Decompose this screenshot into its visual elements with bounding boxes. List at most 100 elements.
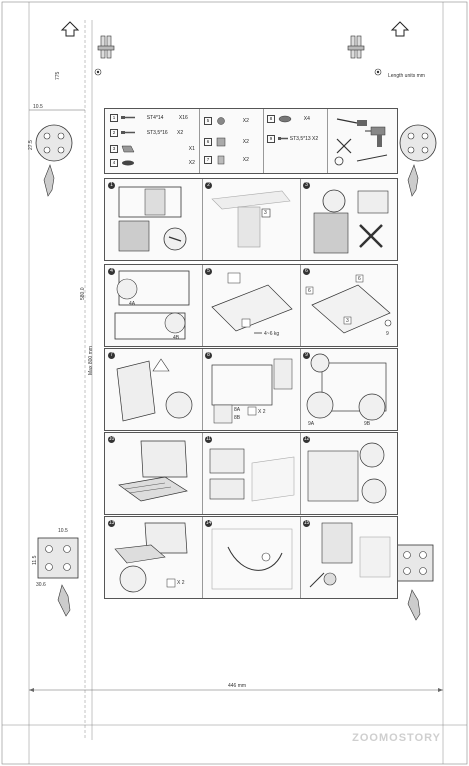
top-depth-label: 775 <box>55 71 61 80</box>
step-14-illustration <box>211 528 293 590</box>
part-qty: X2 <box>242 139 249 146</box>
step-number: 5 <box>205 268 212 275</box>
strip-icon <box>122 160 135 166</box>
step-row-4: 10 11 12 <box>104 432 398 515</box>
warning-icon <box>152 358 170 372</box>
tools-column <box>327 109 397 173</box>
step-4: 4 4A 4B <box>105 265 203 346</box>
up-arrow-icon-right <box>390 21 410 37</box>
left-bottom-dim-c: 30.6 <box>36 582 46 588</box>
part-number: 8 <box>267 115 275 124</box>
part-code: ST4*14 <box>146 115 164 121</box>
left-top-dim-a: 10.5 <box>33 104 43 110</box>
step-8: 8 8A 8B X 2 <box>202 349 301 430</box>
step-11: 11 <box>202 433 301 514</box>
part-row: 6 X2 <box>204 137 249 147</box>
part-row: 9 ST3,5*13 X2 <box>267 135 318 143</box>
part-code: ST3,5*16 <box>146 130 168 136</box>
step-9-label: 9A <box>308 421 315 427</box>
part-qty: X4 <box>303 116 310 123</box>
top-bracket-left <box>94 35 115 76</box>
step-6: 6 6 6 3 9 <box>300 265 397 346</box>
step-number: 13 <box>108 520 115 527</box>
max-height-label: Max 800 mm <box>88 346 94 375</box>
side-bracket-right-bottom <box>396 544 434 621</box>
part-row: 4 X2 <box>110 159 195 167</box>
step-6-label: 6 <box>358 276 361 282</box>
parts-column-3: 8 X4 9 ST3,5*13 X2 <box>263 109 328 173</box>
step-number: 4 <box>108 268 115 275</box>
bracket-icon <box>217 117 226 125</box>
step-number: 10 <box>108 436 115 443</box>
step-number: 7 <box>108 352 115 359</box>
step-12: 12 <box>300 433 397 514</box>
step-row-1: 1 2 3 3 <box>104 178 398 261</box>
plate-icon <box>218 155 225 165</box>
step-13-illustration <box>114 522 188 593</box>
screw-icon <box>278 137 289 141</box>
step-6-illustration <box>305 274 392 334</box>
part-row: 7 X2 <box>204 155 249 165</box>
left-bottom-dim-a: 10.5 <box>58 528 68 534</box>
step-10-illustration <box>118 440 188 502</box>
clip-icon <box>122 145 135 153</box>
part-qty: X2 <box>177 130 184 136</box>
step-1: 1 <box>105 179 203 260</box>
step-10: 10 <box>105 433 203 514</box>
step-8-count: X 2 <box>258 409 266 415</box>
part-qty: X2 <box>312 136 319 142</box>
step-15-illustration <box>309 522 391 588</box>
part-number: 7 <box>204 156 212 165</box>
width-arrow-left <box>29 688 34 692</box>
step-number: 6 <box>303 268 310 275</box>
step-row-3: 7 8 8A 8B X 2 9 <box>104 348 398 431</box>
side-bracket-left-bottom <box>37 537 79 617</box>
step-number: 11 <box>205 436 212 443</box>
part-number: 3 <box>110 145 118 154</box>
pliers-icon <box>336 138 352 154</box>
side-bracket-right-top <box>399 124 437 197</box>
step-8-illustration <box>211 358 293 424</box>
part-qty: X2 <box>242 157 249 164</box>
drill-icon <box>365 126 386 147</box>
up-arrow-icon-left <box>60 21 80 37</box>
step-4-illustration <box>114 270 190 340</box>
step-number: 15 <box>303 520 310 527</box>
step-1-illustration <box>118 186 187 252</box>
step-number: 9 <box>303 352 310 359</box>
tools-illustration <box>334 118 388 166</box>
part-qty: X16 <box>178 115 188 121</box>
step-6-label: 6 <box>308 288 311 294</box>
part-row: 2 ST3,5*16 X2 <box>110 129 183 137</box>
step-9-label: 9B <box>364 421 371 427</box>
parts-list-panel: 1 ST4*14 X16 2 ST3,5*16 X2 3 X1 4 X2 <box>104 108 398 174</box>
part-row: 5 X2 <box>204 117 249 126</box>
step-2-ref: 3 <box>264 210 267 216</box>
part-number: 9 <box>267 135 275 143</box>
step-15: 15 <box>300 517 397 598</box>
part-code: ST3,5*13 <box>289 136 311 142</box>
part-qty: X1 <box>188 146 195 153</box>
part-number: 4 <box>110 159 118 167</box>
screw-icon <box>121 131 136 135</box>
screwdriver-icon <box>336 118 367 126</box>
length-unit-label: Length units mm <box>388 73 425 79</box>
part-number: 1 <box>110 114 118 122</box>
step-12-illustration <box>307 442 387 504</box>
tape-icon <box>334 154 388 166</box>
step-number: 12 <box>303 436 310 443</box>
width-label: 446 mm <box>228 683 247 689</box>
left-bottom-dim-b: 11.5 <box>32 555 38 565</box>
step-13-count: X 2 <box>177 580 185 586</box>
step-number: 14 <box>205 520 212 527</box>
step-number: 2 <box>205 182 212 189</box>
step-9-illustration <box>306 353 387 421</box>
step-14: 14 <box>202 517 301 598</box>
step-3-illustration <box>313 189 389 254</box>
part-number: 6 <box>204 138 212 147</box>
step-2-illustration <box>211 190 291 248</box>
step-row-2: 4 4A 4B 5 4~6 kg 6 <box>104 264 398 347</box>
step-8-label: 8B <box>234 415 241 421</box>
